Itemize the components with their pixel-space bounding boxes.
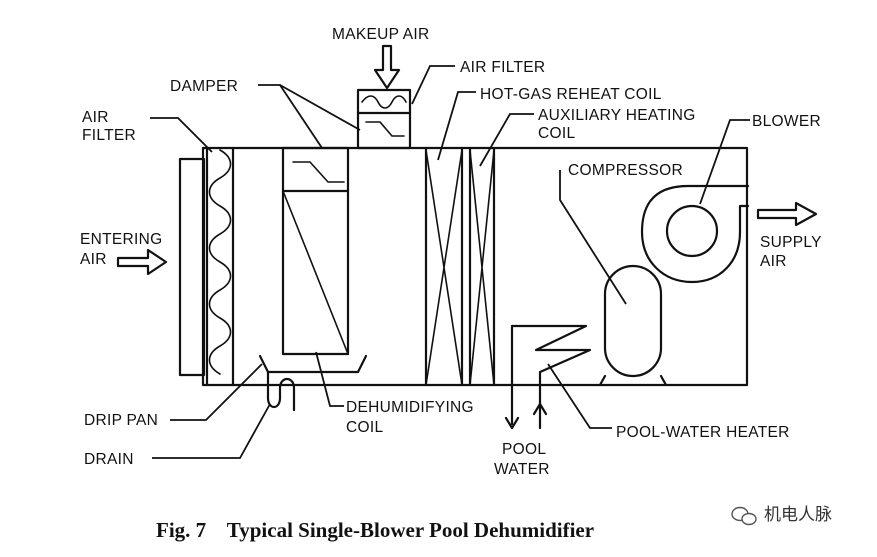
figure-caption: Fig. 7 Typical Single-Blower Pool Dehumi… — [156, 518, 594, 542]
leader-lines — [150, 65, 750, 459]
label-pool-water-line1: POOL — [502, 441, 546, 458]
hot-gas-reheat-coil — [424, 146, 464, 387]
label-compressor: COMPRESSOR — [568, 162, 683, 179]
labels: MAKEUP AIR AIR FILTER DAMPER HOT-GAS REH… — [80, 26, 822, 478]
label-drip-pan: DRIP PAN — [84, 412, 158, 429]
blower — [640, 184, 750, 284]
label-supply-air-line2: AIR — [760, 253, 787, 270]
supply-air-arrow — [756, 201, 818, 227]
watermark-text: 机电人脉 — [764, 505, 832, 525]
label-entering-air-line1: ENTERING — [80, 231, 163, 248]
label-pool-water-heater: POOL-WATER HEATER — [616, 424, 790, 441]
entering-air-arrow — [116, 248, 168, 276]
label-auxiliary-heating-line1: AUXILIARY HEATING — [538, 107, 696, 124]
intake-panel — [178, 157, 206, 377]
damper-blade — [292, 161, 345, 183]
pool-water-heater — [510, 324, 592, 406]
label-pool-water-line2: WATER — [494, 461, 550, 478]
label-dehumidifying-line2: COIL — [346, 419, 383, 436]
watermark: 机电人脉 — [731, 505, 832, 526]
label-blower: BLOWER — [752, 113, 821, 130]
label-damper: DAMPER — [170, 78, 238, 95]
label-entering-air-line2: AIR — [80, 251, 107, 268]
makeup-air-filter — [356, 88, 412, 150]
label-supply-air-line1: SUPPLY — [760, 234, 822, 251]
makeup-damper-blade — [365, 121, 405, 137]
label-drain: DRAIN — [84, 451, 134, 468]
auxiliary-heating-coil — [468, 146, 496, 387]
label-air-filter-top: AIR FILTER — [460, 59, 545, 76]
label-dehumidifying-line1: DEHUMIDIFYING — [346, 399, 474, 416]
label-auxiliary-heating-line2: COIL — [538, 125, 575, 142]
label-hot-gas-reheat-coil: HOT-GAS REHEAT COIL — [480, 86, 662, 103]
label-air-filter-left-line2: FILTER — [82, 127, 136, 144]
air-filter-left — [205, 146, 235, 387]
damper-coil-box — [281, 146, 350, 356]
compressor — [598, 264, 668, 387]
unit-cabinet — [201, 146, 749, 387]
label-makeup-air: MAKEUP AIR — [332, 26, 429, 43]
label-air-filter-left-line1: AIR — [82, 109, 109, 126]
pool-water-arrows — [504, 402, 548, 430]
wechat-icon — [731, 506, 757, 526]
makeup-air-arrow — [373, 44, 401, 90]
